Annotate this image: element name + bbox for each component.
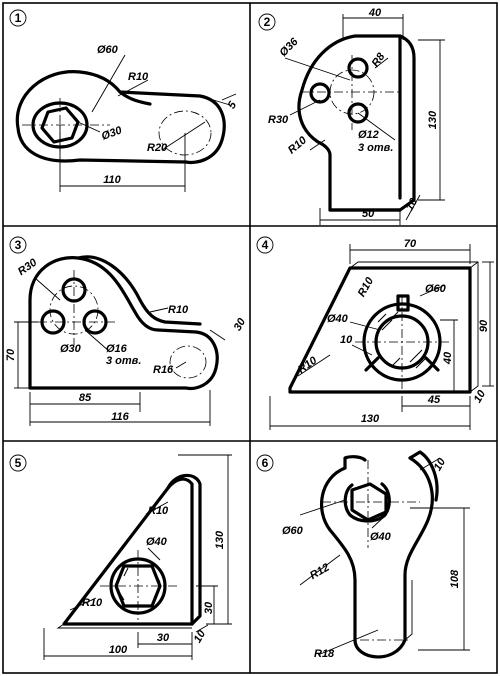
dim-label: R10 bbox=[356, 275, 377, 299]
panel-1: 1 Ø60 R10 5 Ø30 R20 110 bbox=[9, 9, 240, 192]
part-outline bbox=[43, 454, 232, 660]
dim-label: Ø60 bbox=[97, 44, 119, 56]
dim-label: 70 bbox=[5, 348, 17, 361]
dim-label: 10 bbox=[192, 628, 209, 645]
dim-label: 30 bbox=[157, 632, 170, 644]
part-outline bbox=[14, 255, 226, 426]
dim-label: R8 bbox=[370, 50, 388, 69]
dim-label: R10 bbox=[148, 505, 169, 517]
dim-label: R10 bbox=[168, 304, 189, 316]
part-outline bbox=[284, 14, 445, 225]
panel-number: 4 bbox=[262, 238, 269, 252]
panel-number: 6 bbox=[262, 456, 269, 470]
dim-label: 90 bbox=[478, 319, 490, 332]
dim-label: Ø60 bbox=[282, 525, 304, 537]
dim-label: 116 bbox=[111, 411, 129, 423]
dim-label: 40 bbox=[442, 351, 454, 365]
dim-label: Ø40 bbox=[146, 536, 168, 548]
panel-number: 3 bbox=[15, 238, 22, 252]
panel-3: 3 R30 R10 30 70 bbox=[5, 236, 249, 426]
dim-label: R16 bbox=[153, 364, 174, 376]
dim-label: 30 bbox=[232, 316, 249, 333]
dim-label: 3 отв. bbox=[106, 355, 141, 367]
dim-label: R10 bbox=[82, 597, 103, 609]
panel-5: 5 R10 130 Ø40 R10 bbox=[9, 454, 232, 660]
dim-label: 85 bbox=[79, 392, 92, 404]
panel-2: 2 40 Ø36 R bbox=[258, 7, 445, 225]
part-outline bbox=[299, 450, 470, 659]
dim-label: R30 bbox=[268, 114, 289, 126]
panel-number: 2 bbox=[264, 15, 271, 29]
dim-label: 10 bbox=[340, 334, 353, 346]
dim-label: Ø40 bbox=[370, 531, 392, 543]
part-outline bbox=[15, 54, 237, 192]
dim-label: 40 bbox=[368, 7, 382, 19]
dim-label: Ø60 bbox=[425, 283, 447, 295]
dim-label: 130 bbox=[427, 110, 439, 129]
dim-label: R10 bbox=[296, 354, 320, 376]
panel-4: 4 bbox=[256, 236, 494, 430]
dim-label: 10 bbox=[472, 388, 489, 405]
dim-label: 108 bbox=[449, 569, 461, 588]
dim-label: R12 bbox=[308, 562, 331, 582]
dim-label: Ø30 bbox=[60, 343, 82, 355]
dim-label: 100 bbox=[109, 644, 128, 656]
dim-label: Ø16 bbox=[106, 343, 128, 355]
dim-label: R10 bbox=[128, 71, 149, 83]
panel-number: 5 bbox=[15, 456, 22, 470]
dim-label: 3 отв. bbox=[358, 142, 393, 154]
dim-label: R20 bbox=[147, 142, 168, 154]
dim-label: 130 bbox=[361, 413, 380, 425]
dim-label: Ø12 bbox=[358, 129, 379, 141]
panel-6: 6 10 Ø60 Ø40 R12 108 R18 bbox=[256, 450, 470, 660]
panel-number: 1 bbox=[15, 11, 22, 25]
dim-label: 30 bbox=[203, 601, 215, 614]
dim-label: R18 bbox=[314, 648, 335, 660]
dim-label: 45 bbox=[427, 394, 441, 406]
dim-label: 130 bbox=[214, 530, 226, 549]
dim-label: 110 bbox=[103, 174, 121, 186]
dim-label: 5 bbox=[226, 99, 240, 111]
dim-label: R10 bbox=[286, 134, 310, 157]
part-outline bbox=[269, 244, 494, 430]
dim-label: Ø36 bbox=[277, 35, 301, 59]
dim-label: Ø30 bbox=[100, 124, 124, 143]
dim-label: Ø40 bbox=[327, 313, 349, 325]
dim-label: 70 bbox=[404, 238, 417, 250]
dim-label: 50 bbox=[362, 208, 375, 220]
